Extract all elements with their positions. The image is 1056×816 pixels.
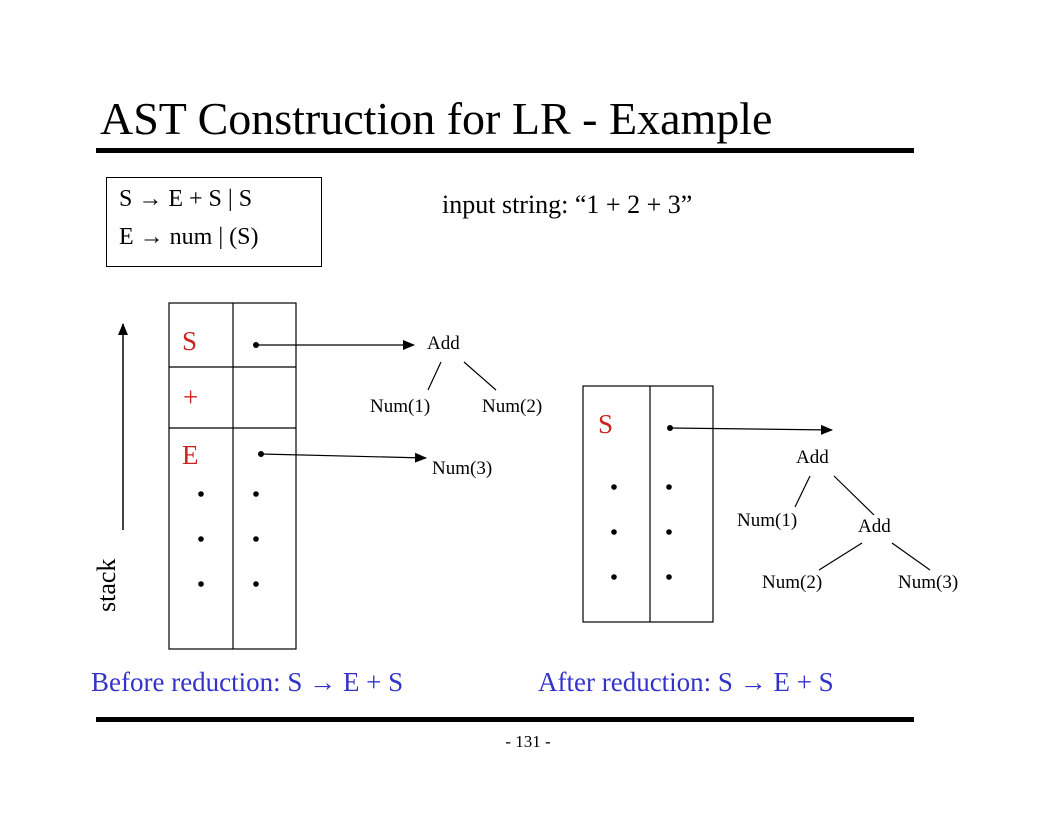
- tree1-num2-node: Num(2): [482, 396, 543, 417]
- before-stack-symbol-plus: +: [183, 382, 199, 412]
- tree1-edges: [427, 361, 497, 391]
- tree2-num3-node: Num(3): [898, 572, 959, 593]
- tree2-num2-node: Num(2): [762, 572, 823, 593]
- after-stack-table: [582, 385, 714, 623]
- after-pointer-arrow: [669, 424, 833, 435]
- tree2-add-root: Add: [796, 447, 829, 468]
- tree1-num1-node: Num(1): [370, 396, 431, 417]
- before-stack-symbol-e: E: [182, 440, 199, 470]
- before-stack-table: [168, 302, 297, 650]
- stack-axis-label: stack: [92, 558, 121, 612]
- footer-rule: [96, 717, 914, 722]
- tree1-add-node: Add: [427, 333, 460, 354]
- tree2-edges: [794, 475, 931, 571]
- before-caption: Before reduction: S → E + S: [91, 667, 404, 697]
- grammar-rule-2: E → num | (S): [119, 224, 259, 250]
- pointer-arrow-e: [260, 452, 427, 463]
- before-ellipsis: [198, 491, 259, 587]
- title-rule: [96, 148, 914, 153]
- tree2-add-inner: Add: [858, 516, 891, 537]
- grammar-box: S → E + S | S E → num | (S): [106, 177, 322, 267]
- grammar-rule-1: S → E + S | S: [119, 186, 253, 212]
- after-ellipsis: [611, 484, 672, 580]
- tree2-num1-node: Num(1): [737, 510, 798, 531]
- page-number: - 131 -: [505, 732, 551, 751]
- after-stack-symbol-s: S: [598, 409, 614, 439]
- before-stack-symbol-s: S: [182, 326, 198, 356]
- input-string-label: input string: “1 + 2 + 3”: [442, 190, 693, 219]
- slide-title: AST Construction for LR - Example: [100, 93, 773, 144]
- tree-num3-node: Num(3): [432, 458, 493, 479]
- after-caption: After reduction: S → E + S: [538, 667, 834, 697]
